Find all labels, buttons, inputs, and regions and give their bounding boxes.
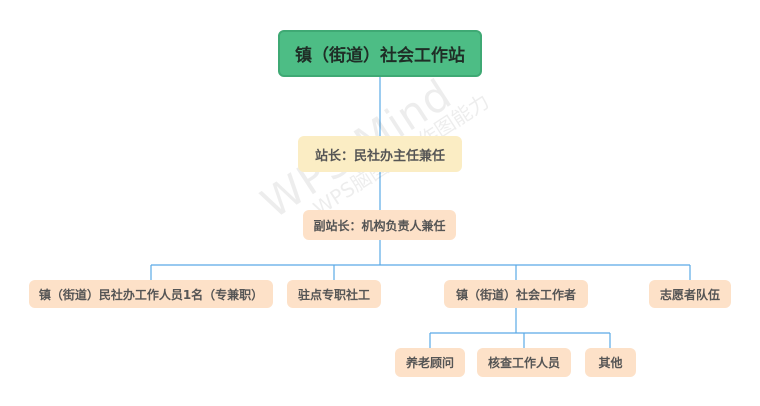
- station-head-label: 站长：民社办主任兼任: [314, 148, 445, 164]
- grandchild-node-label: 核查工作人员: [487, 356, 560, 370]
- grandchild-node-elderly-advisor[interactable]: 养老顾问: [395, 348, 465, 377]
- child-node-label: 驻点专职社工: [297, 287, 370, 302]
- child-node-volunteers[interactable]: 志愿者队伍: [649, 280, 731, 308]
- child-node-resident-social-worker[interactable]: 驻点专职社工: [287, 280, 381, 308]
- station-head-node[interactable]: 站长：民社办主任兼任: [298, 136, 462, 172]
- child-node-label: 志愿者队伍: [659, 287, 720, 302]
- deputy-head-label: 副站长：机构负责人兼任: [313, 218, 446, 233]
- child-node-social-workers[interactable]: 镇（街道）社会工作者: [444, 280, 588, 308]
- child-node-label: 镇（街道）社会工作者: [455, 287, 576, 302]
- child-node-label: 镇（街道）民社办工作人员1名（专兼职）: [38, 287, 264, 302]
- grandchild-node-other[interactable]: 其他: [585, 348, 636, 377]
- root-node-label: 镇（街道）社会工作站: [295, 46, 465, 66]
- child-node-staff[interactable]: 镇（街道）民社办工作人员1名（专兼职）: [29, 280, 273, 308]
- grandchild-node-verification-staff[interactable]: 核查工作人员: [477, 348, 571, 377]
- root-node[interactable]: 镇（街道）社会工作站: [278, 30, 482, 77]
- grandchild-node-label: 其他: [598, 356, 623, 370]
- deputy-head-node[interactable]: 副站长：机构负责人兼任: [303, 210, 456, 240]
- grandchild-node-label: 养老顾问: [405, 356, 454, 370]
